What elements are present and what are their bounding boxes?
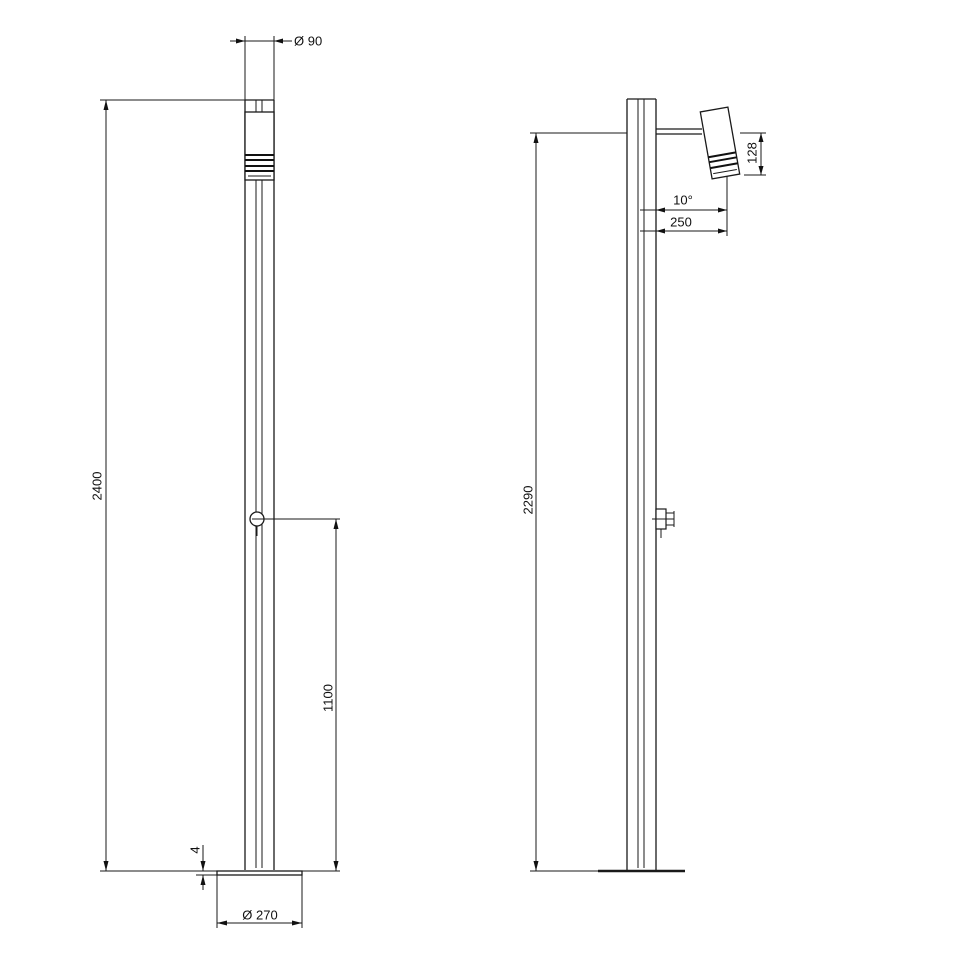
side-shower-head: [699, 106, 741, 180]
front-column: [244, 99, 275, 870]
dim-arm-length-label: 250: [670, 215, 692, 230]
dim-height-valve-label: 1100: [321, 684, 336, 712]
dim-tilt-angle: [640, 176, 728, 236]
dim-arm-length: [640, 228, 727, 234]
side-valve: [652, 508, 675, 538]
front-shower-head: [244, 111, 275, 181]
dim-height-head-label: 2290: [521, 486, 536, 515]
side-column: [626, 98, 657, 870]
front-base-plate: [216, 870, 303, 876]
dim-diameter-top-label: Ø 90: [294, 34, 322, 49]
dim-head-size: [740, 132, 766, 176]
front-view: Ø 90 2400 1100 4: [90, 34, 340, 928]
dim-height-head: [530, 132, 627, 872]
dim-diameter-top: [230, 36, 292, 100]
dim-base-diameter-label: Ø 270: [242, 908, 277, 923]
dim-height-valve: [262, 518, 340, 872]
side-view: 2290 128 10° 250: [521, 98, 766, 873]
dim-base-diameter: [216, 875, 303, 928]
dim-base-thickness-label: 4: [188, 846, 203, 853]
dim-tilt-angle-label: 10°: [673, 193, 693, 208]
dim-height-total: [100, 99, 245, 872]
dim-base-thickness: [196, 845, 217, 890]
dim-height-total-label: 2400: [90, 472, 105, 501]
front-valve: [249, 511, 265, 536]
side-arm: [656, 128, 702, 135]
dim-head-size-label: 128: [745, 142, 760, 164]
